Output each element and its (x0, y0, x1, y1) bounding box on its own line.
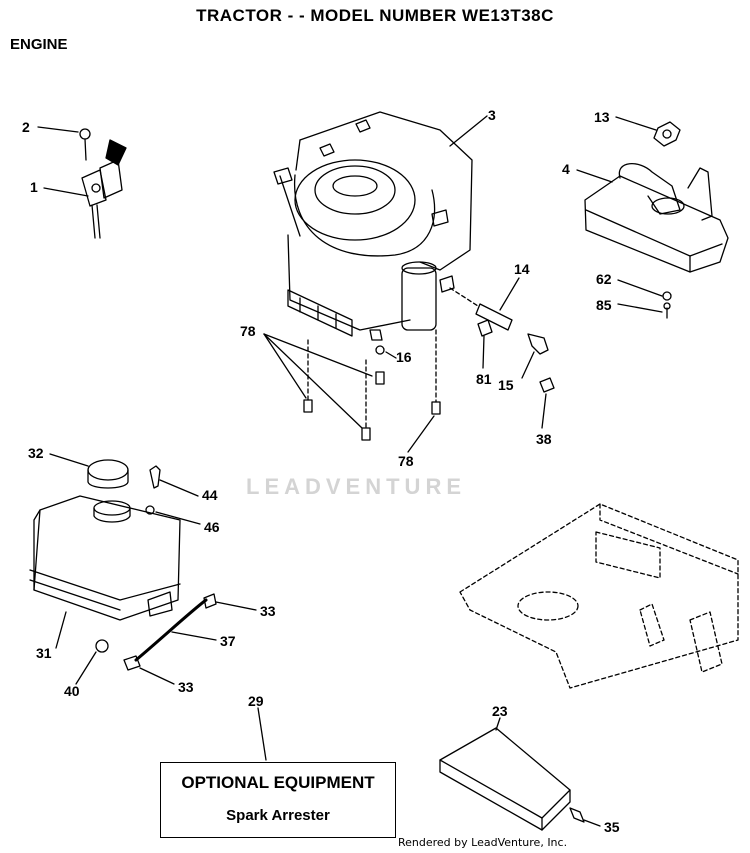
callout-31[interactable]: 31 (36, 645, 52, 661)
watermark-text: LEADVENTURE (246, 474, 467, 499)
callout-4[interactable]: 4 (562, 161, 570, 177)
heat-shield-part (439, 727, 585, 831)
callout-38[interactable]: 38 (536, 431, 552, 447)
throttle-control-part (79, 128, 127, 239)
callout-40[interactable]: 40 (64, 683, 80, 699)
callout-44[interactable]: 44 (202, 487, 218, 503)
optional-equipment-box: OPTIONAL EQUIPMENT Spark Arrester (160, 762, 396, 838)
optional-equipment-title: OPTIONAL EQUIPMENT (181, 773, 375, 792)
callout-3[interactable]: 3 (488, 107, 496, 123)
callout-32[interactable]: 32 (28, 445, 44, 461)
callout-78-upper[interactable]: 78 (240, 323, 256, 339)
callout-35[interactable]: 35 (604, 819, 620, 835)
spark-arrester-label[interactable]: Spark Arrester (226, 807, 330, 824)
callout-2[interactable]: 2 (22, 119, 30, 135)
callout-16[interactable]: 16 (396, 349, 412, 365)
callout-14[interactable]: 14 (514, 261, 530, 277)
chassis-frame-part (459, 503, 739, 689)
leader-lines (37, 115, 663, 827)
callout-13[interactable]: 13 (594, 109, 610, 125)
callout-81[interactable]: 81 (476, 371, 492, 387)
callout-62[interactable]: 62 (596, 271, 612, 287)
callout-33-lower[interactable]: 33 (178, 679, 194, 695)
callout-37[interactable]: 37 (220, 633, 236, 649)
callout-29[interactable]: 29 (248, 693, 264, 709)
callout-78-lower[interactable]: 78 (398, 453, 414, 469)
callout-15[interactable]: 15 (498, 377, 514, 393)
section-heading: ENGINE (10, 36, 68, 53)
callout-85[interactable]: 85 (596, 297, 612, 313)
callout-33-upper[interactable]: 33 (260, 603, 276, 619)
callout-23[interactable]: 23 (492, 703, 508, 719)
fittings-part (449, 287, 555, 393)
footer-credit: Rendered by LeadVenture, Inc. (398, 836, 568, 849)
fuel-tank-part (29, 459, 217, 671)
page-title: TRACTOR - - MODEL NUMBER WE13T38C (196, 6, 554, 25)
engine-part (273, 111, 473, 341)
muffler-part (584, 121, 729, 319)
callout-46[interactable]: 46 (204, 519, 220, 535)
callout-1[interactable]: 1 (30, 179, 38, 195)
engine-bolts-part (303, 329, 441, 441)
